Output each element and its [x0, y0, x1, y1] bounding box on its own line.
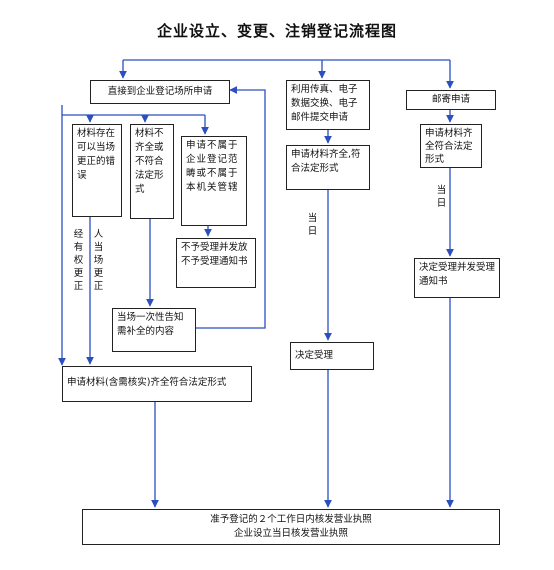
outside-scope-box: 申请不属于企业登记范畴或不属于本机关管辖: [181, 136, 247, 226]
correctable-errors-box: 材料存在可以当场更正的错误: [72, 124, 122, 217]
one-time-notice-box: 当场一次性告知需补全的内容: [112, 308, 196, 352]
same-day-mail-label: 当日: [436, 185, 447, 209]
direct-apply-box: 直接到企业登记场所申请: [90, 80, 230, 104]
page-title: 企业设立、变更、注销登记流程图: [156, 22, 397, 40]
final-license-box: 准予登记的２个工作日内核发营业执照 企业设立当日核发营业执照: [82, 509, 500, 545]
remote-apply-box: 利用传真、电子数据交换、电子邮件提交申请: [286, 80, 370, 130]
decide-accept-box: 决定受理: [290, 342, 374, 370]
mail-apply-box: 邮寄申请: [406, 90, 496, 110]
incomplete-materials-box: 材料不齐全或不符合法定形式: [130, 124, 174, 219]
materials-ok-direct-box: 申请材料(含需核实)齐全符合法定形式: [62, 366, 252, 402]
final-license-line2: 企业设立当日核发营业执照: [233, 528, 348, 539]
authorized-correction-label-a: 经有权更正: [73, 229, 84, 292]
mail-accept-notice-box: 决定受理并发受理通知书: [414, 258, 500, 298]
same-day-remote-label: 当日: [307, 213, 318, 237]
mail-materials-ok-box: 申请材料齐全符合法定形式: [420, 124, 482, 168]
reject-notice-box: 不予受理并发放不予受理通知书: [176, 238, 256, 288]
materials-ok-remote-box: 申请材料齐全,符合法定形式: [286, 145, 370, 190]
final-license-line1: 准予登记的２个工作日内核发营业执照: [210, 514, 372, 525]
authorized-correction-label-b: 人当场更正: [93, 229, 104, 292]
